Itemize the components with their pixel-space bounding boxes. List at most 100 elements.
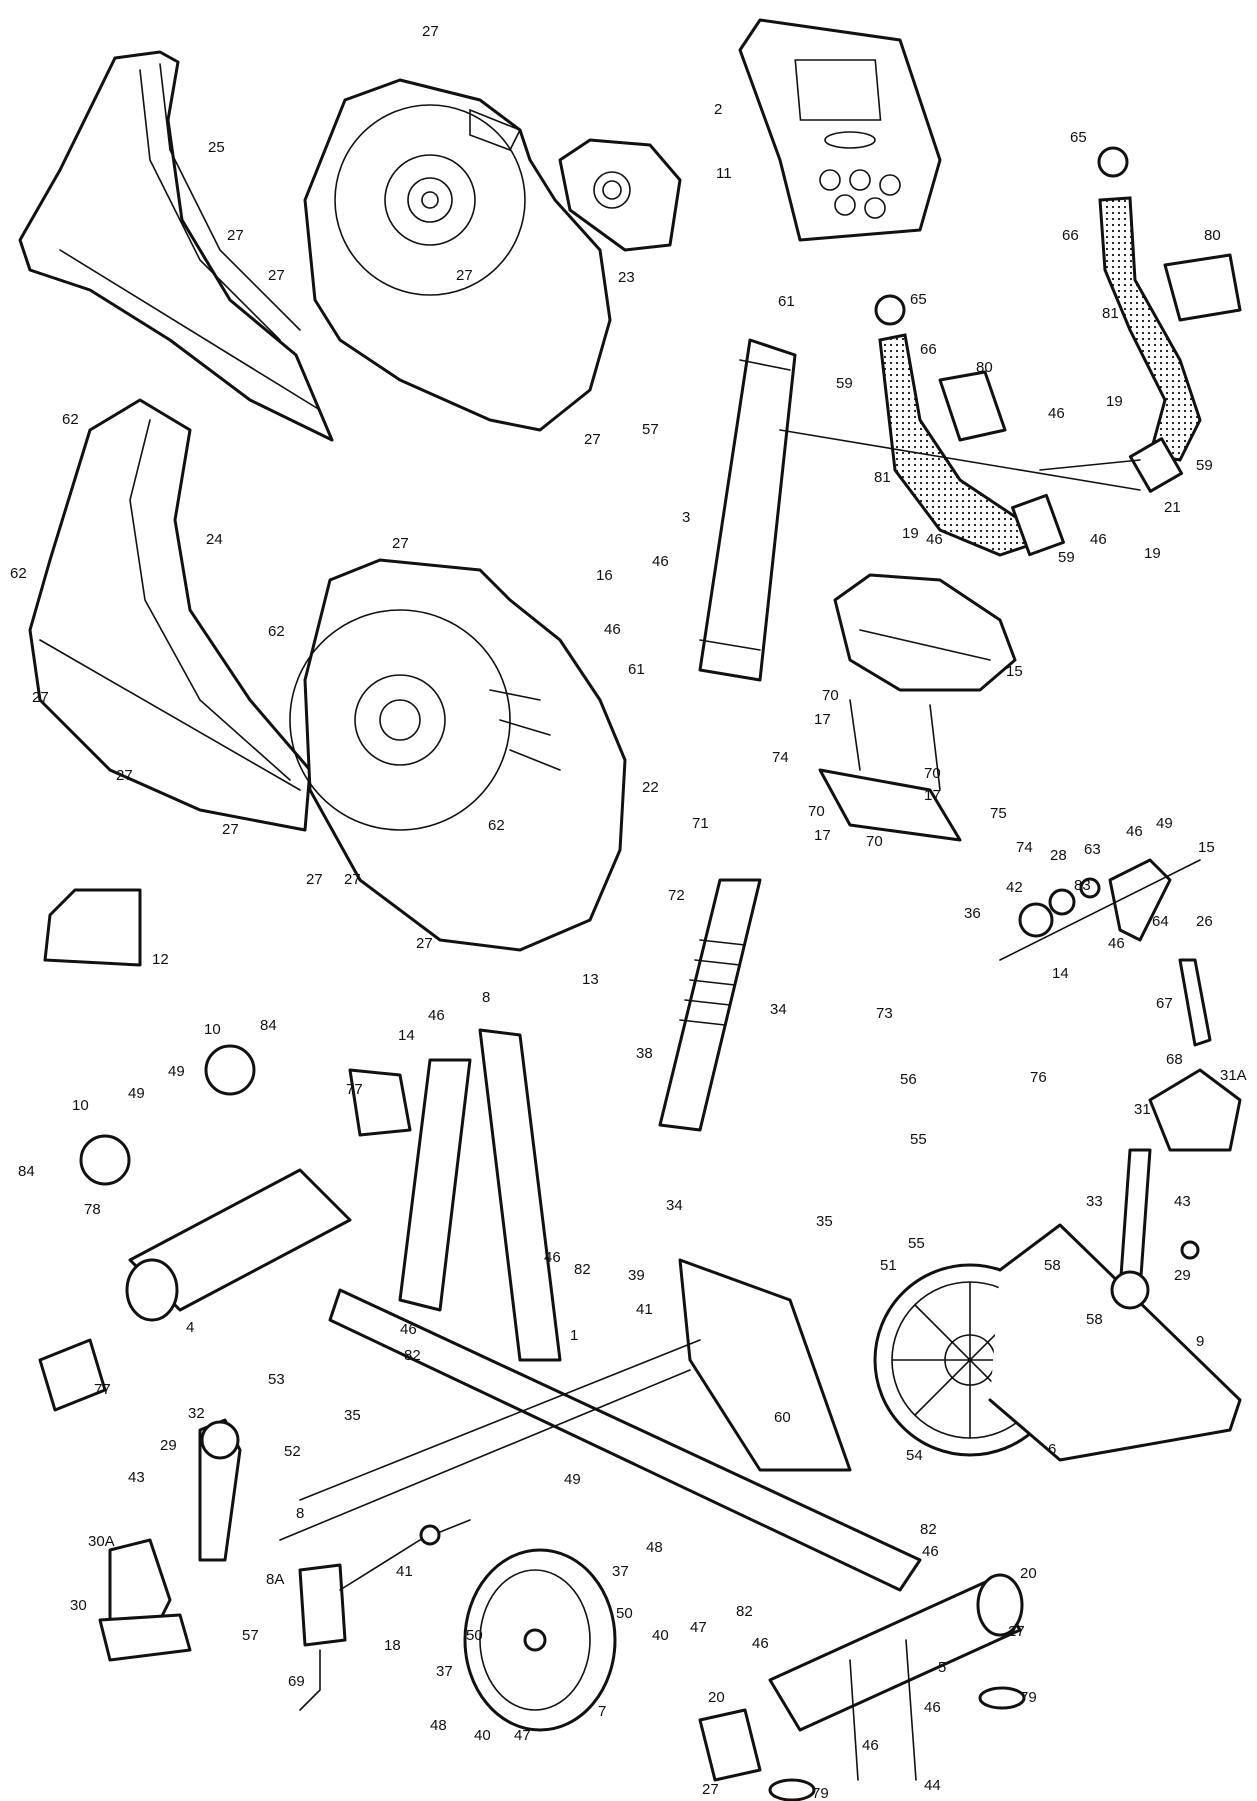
- part-label-1: 1: [570, 1327, 578, 1344]
- part-label-12: 12: [152, 951, 169, 968]
- part-label-17: 17: [924, 787, 941, 804]
- part-label-27: 27: [392, 535, 409, 552]
- part-label-76: 76: [1030, 1069, 1047, 1086]
- part-label-82: 82: [920, 1521, 937, 1538]
- part-label-46: 46: [1090, 531, 1107, 548]
- rear-stabilizer-part: [698, 1573, 1026, 1801]
- part-label-22: 22: [642, 779, 659, 796]
- part-label-73: 73: [876, 1005, 893, 1022]
- part-label-2: 2: [714, 101, 722, 118]
- part-label-64: 64: [1152, 913, 1169, 930]
- front-shroud-part: [28, 398, 312, 832]
- part-label-55: 55: [908, 1235, 925, 1252]
- part-label-57: 57: [642, 421, 659, 438]
- part-label-81: 81: [1102, 305, 1119, 322]
- part-label-32: 32: [188, 1405, 205, 1422]
- part-label-3: 3: [682, 509, 690, 526]
- part-label-48: 48: [430, 1717, 447, 1734]
- small-cap-part: [43, 888, 142, 967]
- part-label-18: 18: [384, 1637, 401, 1654]
- part-label-49: 49: [1156, 815, 1173, 832]
- part-label-14: 14: [1052, 965, 1069, 982]
- part-label-68: 68: [1166, 1051, 1183, 1068]
- part-label-46: 46: [1126, 823, 1143, 840]
- part-label-46: 46: [924, 1699, 941, 1716]
- part-label-35: 35: [344, 1407, 361, 1424]
- part-label-50: 50: [466, 1627, 483, 1644]
- part-label-84: 84: [18, 1163, 35, 1180]
- part-label-29: 29: [160, 1437, 177, 1454]
- part-label-34: 34: [666, 1197, 683, 1214]
- part-label-46: 46: [400, 1321, 417, 1338]
- part-label-10: 10: [204, 1021, 221, 1038]
- part-label-62: 62: [488, 817, 505, 834]
- part-label-29: 29: [1174, 1267, 1191, 1284]
- part-label-4: 4: [186, 1319, 194, 1336]
- part-label-39: 39: [628, 1267, 645, 1284]
- part-label-46: 46: [428, 1007, 445, 1024]
- part-label-79: 79: [812, 1785, 829, 1801]
- part-label-47: 47: [514, 1727, 531, 1744]
- part-label-40: 40: [474, 1727, 491, 1744]
- part-label-65: 65: [910, 291, 927, 308]
- part-label-80: 80: [1204, 227, 1221, 244]
- part-label-15: 15: [1006, 663, 1023, 680]
- part-label-49: 49: [128, 1085, 145, 1102]
- part-label-61: 61: [778, 293, 795, 310]
- part-label-59: 59: [836, 375, 853, 392]
- part-label-72: 72: [668, 887, 685, 904]
- part-label-56: 56: [900, 1071, 917, 1088]
- part-label-46: 46: [752, 1635, 769, 1652]
- part-label-46: 46: [1108, 935, 1125, 952]
- part-label-46: 46: [652, 553, 669, 570]
- part-label-46: 46: [926, 531, 943, 548]
- seat-part: [833, 573, 1017, 692]
- flywheel-part: [463, 1548, 617, 1732]
- part-label-65: 65: [1070, 129, 1087, 146]
- part-label-30: 30: [70, 1597, 87, 1614]
- part-label-19: 19: [902, 525, 919, 542]
- part-label-49: 49: [564, 1471, 581, 1488]
- part-label-53: 53: [268, 1371, 285, 1388]
- part-label-62: 62: [62, 411, 79, 428]
- seat-post-part: [658, 878, 762, 1132]
- part-label-82: 82: [574, 1261, 591, 1278]
- part-label-46: 46: [862, 1737, 879, 1754]
- part-label-47: 47: [690, 1619, 707, 1636]
- part-label-82: 82: [736, 1603, 753, 1620]
- part-label-60: 60: [774, 1409, 791, 1426]
- part-label-27: 27: [416, 935, 433, 952]
- part-label-41: 41: [396, 1563, 413, 1580]
- part-label-8: 8: [482, 989, 490, 1006]
- part-label-82: 82: [404, 1347, 421, 1364]
- part-label-11: 11: [716, 165, 732, 182]
- part-label-57: 57: [242, 1627, 259, 1644]
- part-label-13: 13: [582, 971, 599, 988]
- main-frame-part: [279, 1028, 922, 1592]
- part-label-59: 59: [1196, 457, 1213, 474]
- part-label-80: 80: [976, 359, 993, 376]
- tension-bracket-part: [298, 1519, 471, 1711]
- part-label-8A: 8A: [266, 1571, 284, 1588]
- part-label-27: 27: [584, 431, 601, 448]
- part-label-62: 62: [268, 623, 285, 640]
- part-label-20: 20: [1020, 1565, 1037, 1582]
- part-label-31A: 31A: [1220, 1067, 1247, 1084]
- part-label-27: 27: [422, 23, 439, 40]
- stabilizer-tube-part: [38, 1044, 412, 1412]
- part-label-17: 17: [814, 711, 831, 728]
- parts-drawing: [18, 18, 1242, 1801]
- part-label-81: 81: [874, 469, 891, 486]
- part-label-8: 8: [296, 1505, 304, 1522]
- part-label-59: 59: [1058, 549, 1075, 566]
- console-part: [738, 18, 942, 242]
- small-cover-part: [558, 138, 682, 252]
- part-label-83: 83: [1074, 877, 1091, 894]
- part-label-62: 62: [10, 565, 27, 582]
- part-label-69: 69: [288, 1673, 305, 1690]
- part-label-75: 75: [990, 805, 1007, 822]
- part-label-26: 26: [1196, 913, 1213, 930]
- part-label-37: 37: [436, 1663, 453, 1680]
